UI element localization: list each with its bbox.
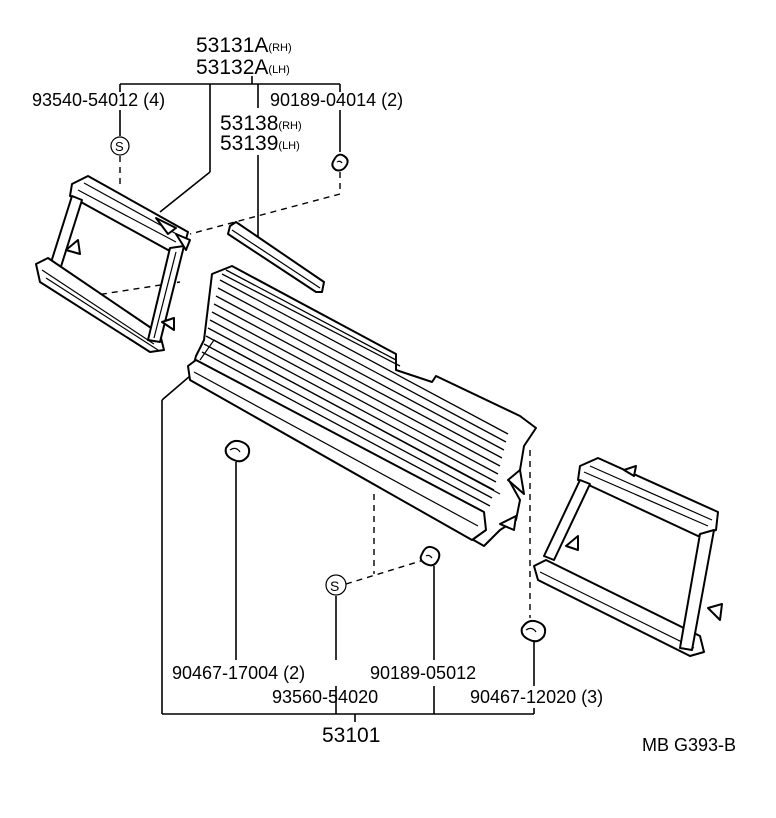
dash-center-horizontal: [345, 559, 425, 585]
clip-center: [419, 545, 441, 660]
label-90189-04014: 90189-04014 (2): [270, 90, 403, 110]
label-93560-54020: 93560-54020: [272, 687, 378, 707]
label-53139: 53139(LH): [220, 132, 300, 155]
assembly-bracket: [161, 375, 535, 722]
svg-text:S: S: [115, 139, 124, 154]
top-leader-lines: [119, 76, 341, 240]
right-headlamp-bracket: [533, 457, 723, 657]
dash-lower: [89, 281, 181, 297]
svg-text:S: S: [330, 578, 339, 594]
dash-upper: [189, 193, 341, 235]
label-93540-54012: 93540-54012 (4): [32, 90, 165, 110]
screw-symbol-left: S: [110, 136, 130, 186]
label-90467-17004: 90467-17004 (2): [172, 663, 305, 683]
left-headlamp-bracket: [35, 175, 191, 353]
label-53132a: 53132A(LH): [196, 56, 290, 79]
label-53138: 53138(RH): [220, 112, 302, 135]
label-90189-05012: 90189-05012: [370, 663, 476, 683]
label-53131a: 53131A(RH): [196, 34, 292, 57]
nut-left: [224, 439, 251, 660]
label-53101: 53101: [322, 724, 380, 747]
screw-symbol-center: S: [325, 574, 347, 660]
molding-strip: [227, 221, 325, 293]
clip-top-right: [331, 153, 349, 172]
nut-right: [520, 619, 547, 660]
figure-code: MB G393-B: [642, 735, 736, 755]
radiator-grille: [187, 265, 537, 547]
label-90467-12020: 90467-12020 (3): [470, 687, 603, 707]
grille-slats: [201, 269, 509, 507]
